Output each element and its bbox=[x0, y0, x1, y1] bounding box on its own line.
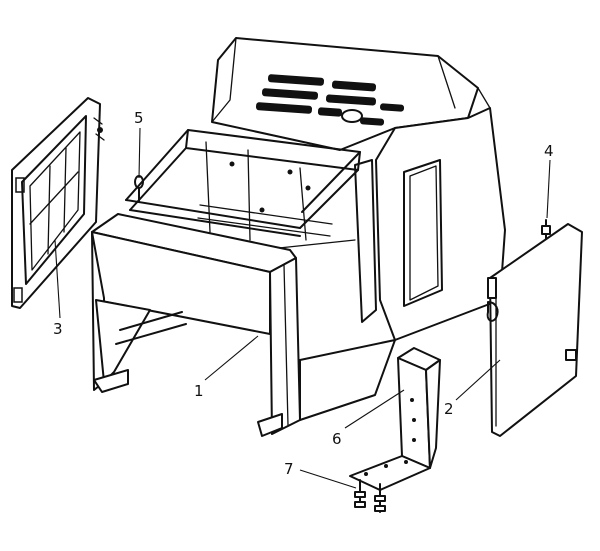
left-door-frame bbox=[11, 97, 105, 309]
callout-4: 4 bbox=[544, 142, 554, 160]
mounting-bracket bbox=[349, 347, 441, 491]
right-side-panel bbox=[486, 223, 583, 437]
callout-5: 5 bbox=[134, 109, 144, 127]
callouts: 3 5 1 2 4 6 7 bbox=[53, 109, 554, 489]
vent-slots bbox=[255, 74, 405, 126]
callout-2: 2 bbox=[444, 400, 454, 418]
callout-7: 7 bbox=[284, 460, 294, 478]
bracket-fasteners bbox=[354, 479, 386, 513]
callout-1: 1 bbox=[194, 382, 204, 400]
callout-6: 6 bbox=[332, 430, 342, 448]
callout-3: 3 bbox=[53, 320, 63, 338]
side-latch-bolt bbox=[541, 219, 551, 241]
main-housing bbox=[91, 37, 506, 437]
